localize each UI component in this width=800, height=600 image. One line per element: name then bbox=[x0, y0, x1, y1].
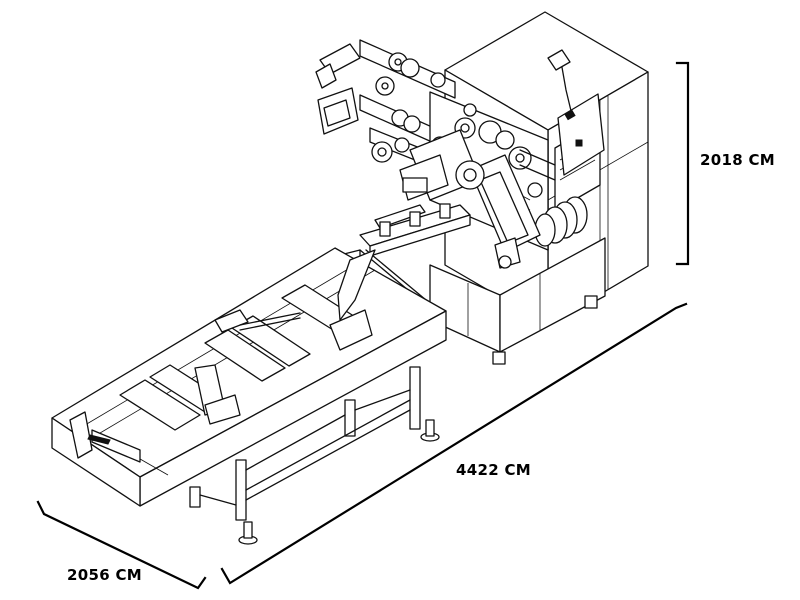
reel-holder-middle bbox=[317, 76, 451, 151]
infeed-table bbox=[51, 247, 447, 507]
length-dimension-line bbox=[220, 302, 688, 585]
height-dimension-line bbox=[675, 61, 690, 266]
table-frame bbox=[189, 366, 440, 545]
width-dimension-line bbox=[36, 500, 207, 590]
height-dimension-label: 2018 CM bbox=[700, 151, 776, 169]
base-cabinet bbox=[429, 237, 606, 365]
length-dimension-label: 4422 CM bbox=[456, 461, 532, 479]
drive-wheels bbox=[534, 196, 588, 247]
width-dimension-label: 2056 CM bbox=[67, 566, 143, 584]
reel-holder-top bbox=[315, 39, 456, 99]
operator-panel bbox=[547, 49, 605, 176]
forming-head bbox=[399, 129, 556, 269]
